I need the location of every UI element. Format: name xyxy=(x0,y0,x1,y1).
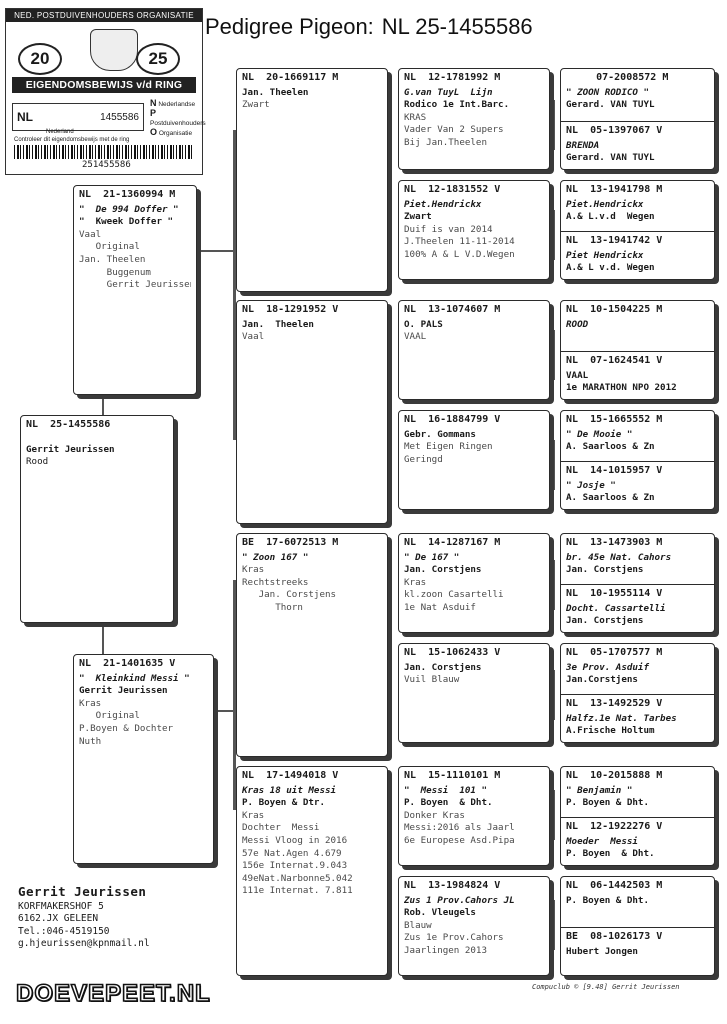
card-fm[interactable]: NL 18-1291952 V Jan. Theelen Vaal xyxy=(236,300,388,524)
card-g1-sire[interactable]: 07-2008572 M " ZOON RODICO " Gerard. VAN… xyxy=(566,72,669,111)
crest-icon xyxy=(90,29,138,71)
ring-control-text: Controleer dit eigendomsbewijs met de ri… xyxy=(14,137,130,143)
card-mfm[interactable]: NL 15-1062433 V Jan. Corstjens Vuil Blau… xyxy=(398,643,550,743)
ring-number-box: NL 1455586 xyxy=(12,103,144,131)
card-g8-sire[interactable]: NL 06-1442503 M P. Boyen & Dht. xyxy=(566,880,663,906)
card-mmm[interactable]: NL 13-1984824 V Zus 1 Prov.Cahors JL Rob… xyxy=(398,876,550,976)
mother-card[interactable]: NL 21-1401635 V " Kleinkind Messi " Gerr… xyxy=(73,654,214,864)
owner-city: 6162.JX GELEEN xyxy=(18,913,99,924)
card-mmf[interactable]: NL 15-1110101 M " Messi 101 " P. Boyen &… xyxy=(398,766,550,866)
card-g5-dam[interactable]: NL 10-1955114 V Docht. Cassartelli Jan. … xyxy=(561,584,714,631)
ring-nederland: Nederland xyxy=(46,129,74,135)
card-g2[interactable]: NL 13-1941798 M Piet.Hendrickx A.& L.v.d… xyxy=(560,180,715,280)
site-logo: DOEVEPEET.NL xyxy=(15,979,211,1008)
card-fmm[interactable]: NL 16-1884799 V Gebr. Gommans Met Eigen … xyxy=(398,410,550,510)
card-g5-sire[interactable]: NL 13-1473903 M br. 45e Nat. Cahors Jan.… xyxy=(566,537,672,576)
card-g3-sire[interactable]: NL 10-1504225 M ROOD xyxy=(566,304,663,330)
owner-phone: Tel.:046-4519150 xyxy=(18,925,110,937)
card-fmf[interactable]: NL 13-1074607 M O. PALS VAAL xyxy=(398,300,550,400)
ring-number: 1455586 xyxy=(100,112,139,123)
card-g7-sire[interactable]: NL 10-2015888 M " Benjamin " P. Boyen & … xyxy=(566,770,663,809)
year-left: 20 xyxy=(18,43,62,75)
year-right: 25 xyxy=(136,43,180,75)
ring-country: NL xyxy=(17,110,33,124)
card-g3-dam[interactable]: NL 07-1624541 V VAAL 1e MARATHON NPO 201… xyxy=(561,351,714,398)
card-g4-sire[interactable]: NL 15-1665552 M " De Mooie " A. Saarloos… xyxy=(566,414,663,453)
ring-certificate-header: NED. POSTDUIVENHOUDERS ORGANISATIE xyxy=(6,9,202,22)
npo-legend: N Nederlandse P Postduivenhouders O Orga… xyxy=(150,98,206,138)
barcode xyxy=(14,145,194,159)
card-g6-sire[interactable]: NL 05-1707577 M 3e Prov. Asduif Jan.Cors… xyxy=(566,647,663,686)
card-g1[interactable]: 07-2008572 M " ZOON RODICO " Gerard. VAN… xyxy=(560,68,715,170)
ring-certificate: NED. POSTDUIVENHOUDERS ORGANISATIE 20 25… xyxy=(5,8,206,175)
card-g4-dam[interactable]: NL 14-1015957 V " Josje " A. Saarloos & … xyxy=(561,461,714,508)
subject-card[interactable]: NL 25-1455586 Gerrit Jeurissen Rood xyxy=(20,415,174,623)
card-g6-dam[interactable]: NL 13-1492529 V Halfz.1e Nat. Tarbes A.F… xyxy=(561,694,714,741)
card-g4[interactable]: NL 15-1665552 M " De Mooie " A. Saarloos… xyxy=(560,410,715,510)
owner-name: Gerrit Jeurissen xyxy=(18,884,147,899)
ring-certificate-title: EIGENDOMSBEWIJS v/d RING xyxy=(12,77,196,93)
card-mm[interactable]: NL 17-1494018 V Kras 18 uit Messi P. Boy… xyxy=(236,766,388,976)
card-g6[interactable]: NL 05-1707577 M 3e Prov. Asduif Jan.Cors… xyxy=(560,643,715,743)
card-g2-sire[interactable]: NL 13-1941798 M Piet.Hendrickx A.& L.v.d… xyxy=(566,184,663,223)
card-fff[interactable]: NL 12-1781992 M G.van TuyL Lijn Rodico 1… xyxy=(398,68,550,170)
card-g1-dam[interactable]: NL 05-1397067 V BRENDA Gerard. VAN TUYL xyxy=(561,121,714,168)
card-g7[interactable]: NL 10-2015888 M " Benjamin " P. Boyen & … xyxy=(560,766,715,866)
barcode-number: 251455586 xyxy=(82,160,131,170)
owner-email[interactable]: g.hjeurissen@kpnmail.nl xyxy=(18,938,150,949)
card-g2-dam[interactable]: NL 13-1941742 V Piet Hendrickx A.& L v.d… xyxy=(561,231,714,278)
card-g5[interactable]: NL 13-1473903 M br. 45e Nat. Cahors Jan.… xyxy=(560,533,715,633)
card-ff[interactable]: NL 20-1669117 M Jan. Theelen Zwart xyxy=(236,68,388,292)
owner-info: Gerrit Jeurissen KORFMAKERSHOF 5 6162.JX… xyxy=(18,884,150,951)
card-mf[interactable]: BE 17-6072513 M " Zoon 167 " Kras Rechts… xyxy=(236,533,388,757)
card-g7-dam[interactable]: NL 12-1922276 V Moeder Messi P. Boyen & … xyxy=(561,817,714,864)
card-g3[interactable]: NL 10-1504225 M ROOD NL 07-1624541 V VAA… xyxy=(560,300,715,400)
card-g8-dam[interactable]: BE 08-1026173 V Hubert Jongen xyxy=(561,927,714,961)
footer-credit: Compuclub © [9.48] Gerrit Jeurissen xyxy=(532,983,680,991)
owner-address: KORFMAKERSHOF 5 xyxy=(18,900,104,912)
title-prefix: Pedigree Pigeon: xyxy=(205,14,374,39)
page-title: Pedigree Pigeon: NL 25-1455586 xyxy=(205,14,533,40)
card-mff[interactable]: NL 14-1287167 M " De 167 " Jan. Corstjen… xyxy=(398,533,550,633)
father-card[interactable]: NL 21-1360994 M " De 994 Doffer " " Kwee… xyxy=(73,185,197,395)
title-ring: NL 25-1455586 xyxy=(381,14,533,39)
card-ffm[interactable]: NL 12-1831552 V Piet.Hendrickx Zwart Dui… xyxy=(398,180,550,280)
card-g8[interactable]: NL 06-1442503 M P. Boyen & Dht. BE 08-10… xyxy=(560,876,715,976)
